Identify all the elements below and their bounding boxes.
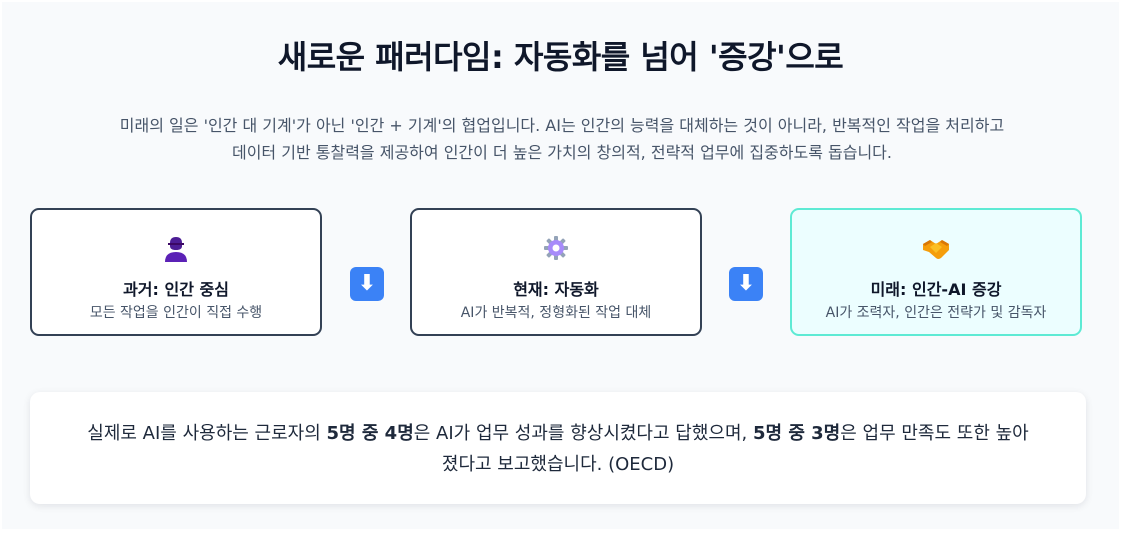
- card-subtitle: AI가 반복적, 정형화된 작업 대체: [460, 305, 652, 321]
- down-arrow-icon: ⬇: [729, 267, 763, 301]
- stat-text: 은 업무 만족도 또한 높아졌다고 보고했습니다. (OECD): [441, 423, 1029, 475]
- handshake-icon: [792, 232, 1080, 264]
- stat-highlight: 5명 중 3명: [752, 423, 841, 444]
- card-past: 과거: 인간 중심 모든 작업을 인간이 직접 수행: [30, 208, 322, 336]
- intro-paragraph: 미래의 일은 '인간 대 기계'가 아닌 '인간 + 기계'의 협업입니다. A…: [119, 116, 1005, 162]
- stat-highlight: 5명 중 4명: [326, 423, 414, 444]
- card-subtitle: 모든 작업을 인간이 직접 수행: [89, 305, 263, 321]
- stat-text: 실제로 AI를 사용하는 근로자의: [87, 423, 327, 444]
- card-subtitle: AI가 조력자, 인간은 전략가 및 감독자: [825, 305, 1047, 321]
- statistic-callout: 실제로 AI를 사용하는 근로자의 5명 중 4명은 AI가 업무 성과를 향상…: [30, 392, 1086, 504]
- gear-icon: [412, 232, 700, 264]
- card-title: 과거: 인간 중심: [123, 280, 229, 299]
- page-title: 새로운 패러다임: 자동화를 넘어 '증강'으로: [277, 38, 844, 76]
- card-title: 미래: 인간-AI 증강: [870, 280, 1002, 299]
- card-title: 현재: 자동화: [513, 280, 599, 299]
- card-future: 미래: 인간-AI 증강 AI가 조력자, 인간은 전략가 및 감독자: [790, 208, 1082, 336]
- stat-text: 은 AI가 업무 성과를 향상시켰다고 답했으며,: [413, 423, 753, 444]
- person-icon: [32, 232, 320, 264]
- card-present: 현재: 자동화 AI가 반복적, 정형화된 작업 대체: [410, 208, 702, 336]
- down-arrow-icon: ⬇: [350, 267, 384, 301]
